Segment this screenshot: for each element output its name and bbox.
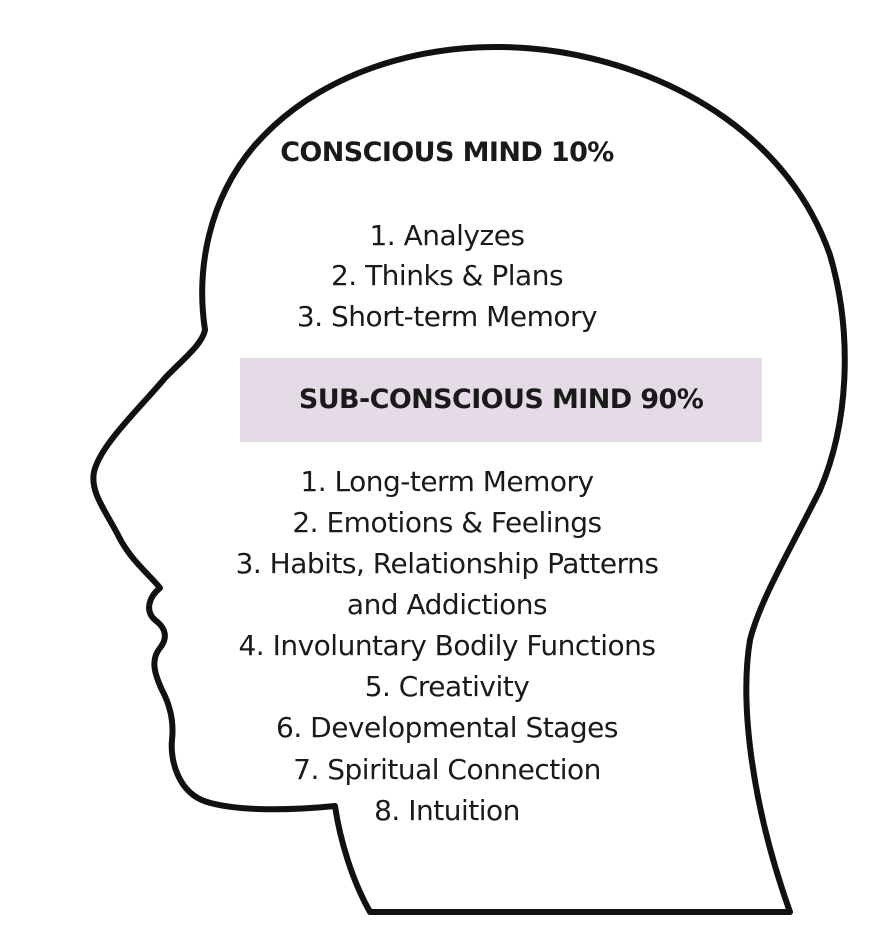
subconscious-item-6: 6. Developmental Stages <box>276 711 618 744</box>
conscious-item-1: 1. Analyzes <box>369 219 525 252</box>
conscious-item-3: 3. Short-term Memory <box>296 300 598 333</box>
subconscious-item-3-continued: and Addictions <box>346 588 548 621</box>
subconscious-highlight-band <box>240 358 762 442</box>
subconscious-item-3: 3. Habits, Relationship Patterns <box>235 547 659 580</box>
subconscious-item-7: 7. Spiritual Connection <box>293 753 601 786</box>
subconscious-item-5: 5. Creativity <box>364 670 530 703</box>
subconscious-mind-heading: SUB-CONSCIOUS MIND 90% <box>298 384 704 415</box>
head-silhouette <box>90 44 848 915</box>
subconscious-item-2: 2. Emotions & Feelings <box>292 506 602 539</box>
conscious-mind-heading: CONSCIOUS MIND 10% <box>280 137 614 168</box>
subconscious-item-8: 8. Intuition <box>374 794 520 827</box>
subconscious-item-4: 4. Involuntary Bodily Functions <box>238 629 656 662</box>
subconscious-item-1: 1. Long-term Memory <box>300 465 594 498</box>
conscious-item-2: 2. Thinks & Plans <box>330 259 564 292</box>
